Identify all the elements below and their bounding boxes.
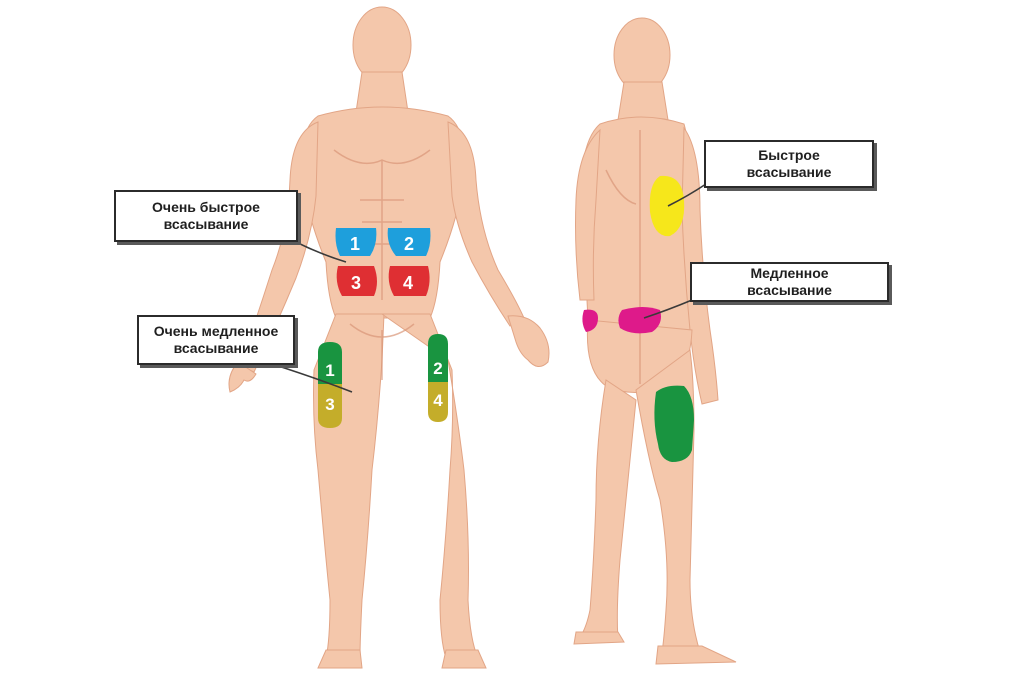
callout-very-slow-line2: всасывание [173,340,259,356]
abdomen-zone-1-label: 1 [350,234,360,254]
back-body-figure [573,17,737,665]
leader-back-slow [643,299,693,319]
back-leg-right [576,379,637,641]
back-muscle-lines [605,130,641,384]
back-foot-right [573,631,625,645]
abdomen-zone-2-label: 2 [404,234,414,254]
callout-very-fast-line1: Очень быстрое [152,199,260,215]
thigh-left-zone-4-label: 4 [433,391,443,410]
back-head [613,17,671,93]
front-foot-right [317,649,363,669]
callout-slow-absorption: Медленное всасывание [690,262,889,302]
leader-lines [271,183,707,393]
thigh-left-zone-2-label: 2 [433,359,442,378]
leader-front-very-slow [271,363,353,393]
callout-very-fast-absorption: Очень быстрое всасывание [114,190,298,242]
back-foot-left [655,645,737,665]
front-torso [300,106,466,319]
back-arm-zone-fast [649,175,685,237]
abdomen-zone-4: 4 [388,266,430,296]
front-hand-left [507,315,550,367]
callout-very-slow-line1: Очень медленное [153,323,279,339]
abdomen-zone-3-label: 3 [351,273,361,293]
back-buttock-zone-left [582,309,598,332]
front-foot-left [441,649,487,669]
front-arm-left [447,121,525,327]
abdomen-zone-2: 2 [387,228,431,256]
thigh-right-zone-1-label: 1 [325,361,334,380]
back-thigh-zone-slow [654,385,694,462]
callout-fast-line1: Быстрое [758,147,820,163]
abdomen-zone-1: 1 [335,228,377,256]
abdomen-zone-3: 3 [336,266,377,296]
callout-fast-line2: всасывание [746,164,832,180]
back-buttock-zone-right [618,307,661,334]
back-neck [617,81,669,121]
callout-slow-line2: всасывание [747,282,832,298]
back-arm-right [575,128,601,301]
thigh-right-zone-3-label: 3 [325,395,334,414]
callout-fast-absorption: Быстрое всасывание [704,140,874,188]
front-neck [355,71,409,113]
front-hand-right [228,361,257,393]
leader-back-fast [667,183,707,207]
callout-slow-line1: Медленное [750,265,829,281]
thigh-left-zones: 2 4 [428,334,448,422]
callout-very-fast-line2: всасывание [163,216,249,232]
thigh-right-zones: 1 3 [318,342,342,428]
leader-front-very-fast [295,241,347,263]
abdomen-zone-4-label: 4 [403,273,413,293]
callout-very-slow-absorption: Очень медленное всасывание [137,315,295,365]
